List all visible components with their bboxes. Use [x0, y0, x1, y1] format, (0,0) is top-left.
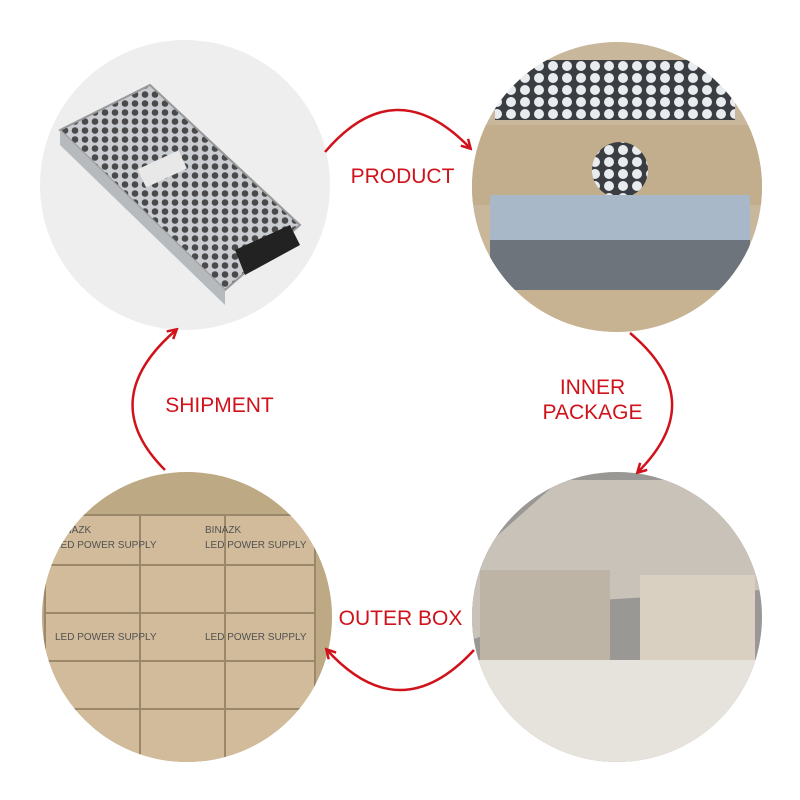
- step-label-outer-box: OUTER BOX: [338, 607, 463, 630]
- arrow-outer-to-shipment: [327, 650, 475, 692]
- inner-package-photo: [472, 42, 762, 332]
- arrow-product-to-inner: [324, 108, 470, 153]
- inner-line2: PACKAGE: [542, 401, 643, 424]
- box-line-text: LED POWER SUPPLY: [205, 540, 307, 551]
- box-line-text: LED POWER SUPPLY: [55, 540, 157, 551]
- box-brand-text: BINAZK: [55, 525, 91, 536]
- box-line-text: LED POWER SUPPLY: [205, 632, 307, 643]
- box-brand-text: BINAZK: [205, 525, 241, 536]
- box-line-text: LED POWER SUPPLY: [55, 632, 157, 643]
- power-supply-photo: [40, 40, 330, 330]
- shipment-photo: BINAZK LED POWER SUPPLY BINAZK LED POWER…: [42, 472, 332, 762]
- arrow-shipment-to-product: [131, 330, 176, 471]
- step-label-inner-package: INNER PACKAGE: [530, 375, 655, 425]
- arrow-inner-to-outer: [629, 332, 674, 472]
- step-label-product: PRODUCT: [350, 165, 455, 188]
- inner-line1: INNER: [559, 376, 626, 399]
- step-label-shipment: SHIPMENT: [165, 394, 274, 417]
- outer-box-photo: [472, 472, 762, 762]
